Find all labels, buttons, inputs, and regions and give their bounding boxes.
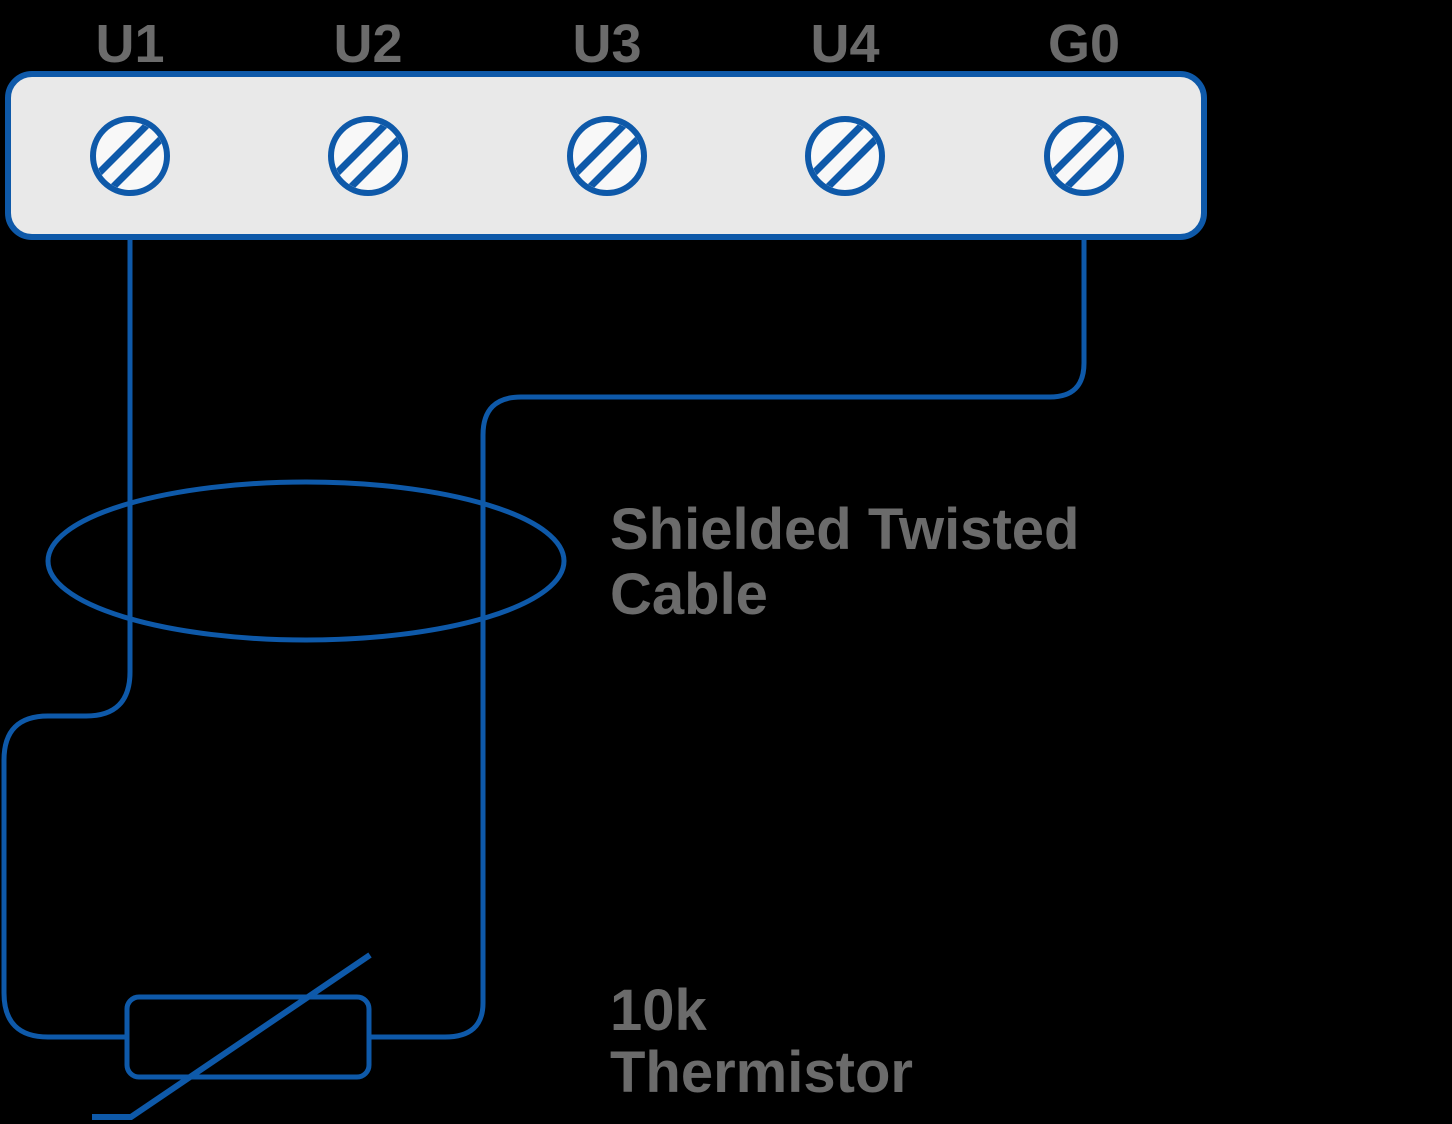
cable-annotation-line1: Shielded Twisted (610, 497, 1079, 562)
terminal-label-u3: U3 (572, 14, 641, 74)
thermistor-body-icon (124, 994, 372, 1080)
terminal-label-g0: G0 (1048, 14, 1120, 74)
terminal-label-u4: U4 (810, 14, 879, 74)
screw-terminal-u2-icon (328, 116, 408, 196)
screw-terminal-u3-icon (567, 116, 647, 196)
screw-terminal-u4-icon (805, 116, 885, 196)
thermistor-diagonal-icon (92, 952, 372, 1120)
screw-terminal-g0-icon (1044, 116, 1124, 196)
wire-u1-to-thermistor (1, 237, 133, 1040)
cable-annotation-line2: Cable (610, 562, 768, 627)
thermistor-annotation-line1: 10k (610, 978, 708, 1043)
thermistor-annotation-line2: Thermistor (610, 1040, 913, 1105)
wire-g0-to-thermistor (369, 237, 1087, 1040)
terminal-label-u1: U1 (95, 14, 164, 74)
terminal-label-u2: U2 (333, 14, 402, 74)
shielded-cable-loop-icon (45, 479, 567, 643)
screw-terminal-u1-icon (90, 116, 170, 196)
